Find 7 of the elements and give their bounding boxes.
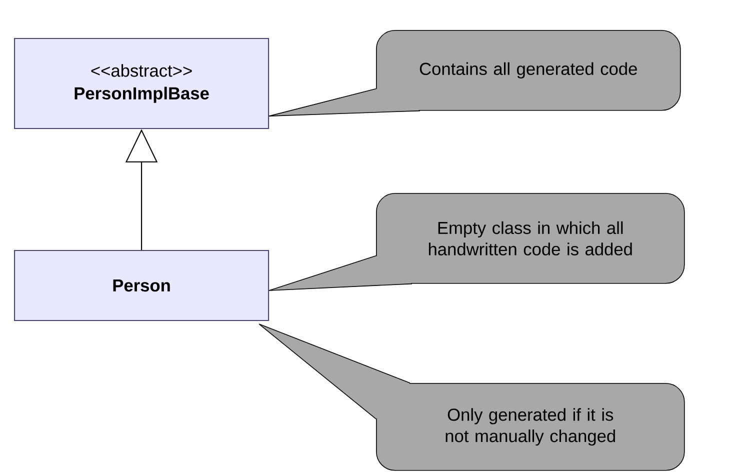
leader-line xyxy=(268,88,376,116)
leader-line xyxy=(268,255,376,291)
leader-line xyxy=(258,324,376,420)
class-box: Person xyxy=(14,250,270,322)
class-box: <<abstract>> PersonImplBase xyxy=(14,38,270,130)
callout-bubble: Only generated if it is not manually changed xyxy=(376,383,685,471)
callout-bubble: Empty class in which all handwritten code is added xyxy=(376,192,685,284)
